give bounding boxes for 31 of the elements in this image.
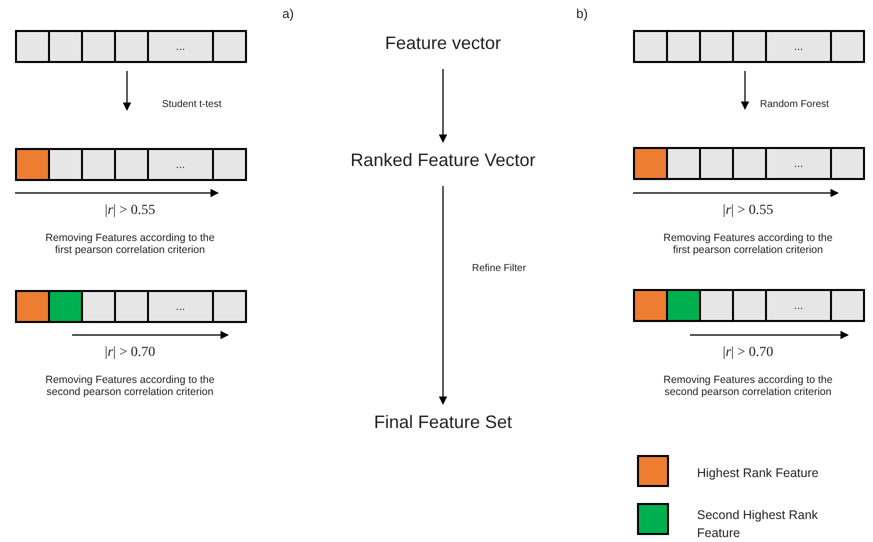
threshold-text: |r| > 0.70 [722, 345, 774, 361]
vector-cell: ... [147, 30, 214, 63]
feature-vector [633, 289, 865, 322]
vector-cell: ... [147, 148, 214, 181]
stage-label: Ranked Feature Vector [313, 150, 573, 176]
threshold-text: |r| > 0.55 [722, 203, 774, 219]
note-text: Removing Features according to the first pearson correlation criterion [662, 232, 834, 256]
feature-vector [15, 30, 247, 63]
vector-cell: ... [765, 289, 832, 322]
arrow [438, 69, 448, 143]
stage-label: Final Feature Set [333, 412, 553, 438]
note-text: Removing Features according to the second pearson correlation criterion [662, 374, 834, 398]
feature-vector [633, 30, 865, 63]
panel-label: b) [575, 6, 589, 21]
feature-vector [633, 147, 865, 180]
feature-vector [15, 290, 247, 323]
note-text: Removing Features according to the second pearson correlation criterion [44, 374, 216, 398]
vector-cell: ... [147, 290, 214, 323]
arrow [122, 71, 132, 111]
stage-label: Feature vector [343, 33, 543, 59]
feature-vector [15, 148, 247, 181]
vector-cell: ... [765, 147, 832, 180]
panel-label: a) [281, 6, 295, 21]
legend-text: Second Highest Rank Feature [697, 507, 819, 542]
vector-cell: ... [765, 30, 832, 63]
note-text: Removing Features according to the first pearson correlation criterion [44, 232, 216, 256]
legend-text: Highest Rank Feature [697, 465, 820, 482]
threshold-text: |r| > 0.70 [104, 345, 156, 361]
threshold-text: |r| > 0.55 [104, 203, 156, 219]
arrow [438, 186, 448, 405]
arrow [740, 71, 750, 110]
